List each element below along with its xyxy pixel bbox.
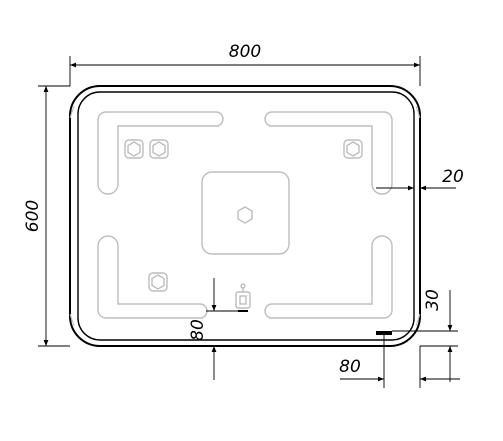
center-panel xyxy=(201,171,290,255)
touch-switch-icon xyxy=(235,283,251,312)
led-strip-top-left xyxy=(97,111,224,195)
dimension-switch-right: 30 xyxy=(392,289,458,382)
dimension-height: 600 xyxy=(23,85,70,347)
dimension-width-label: 800 xyxy=(229,42,261,62)
dimension-side-offset-label: 20 xyxy=(442,167,464,187)
mirror-outline xyxy=(69,85,421,347)
hex-screw-icon xyxy=(124,139,144,159)
led-strip-bottom-right xyxy=(264,235,393,319)
hex-screw-icon xyxy=(149,139,169,159)
hex-screw-icon xyxy=(343,139,363,159)
dimension-switch-bottom-left: 80 xyxy=(188,278,243,380)
switch-marker-icon xyxy=(376,331,392,335)
dimension-width: 800 xyxy=(69,42,421,86)
dimension-switch-bottom-right: 80 xyxy=(339,335,460,388)
led-strip-top-right xyxy=(264,111,393,195)
dimension-switch-bottom-left-label: 80 xyxy=(188,319,208,341)
led-strip-pattern xyxy=(97,111,393,319)
hex-screw-icon xyxy=(148,272,168,292)
dimension-height-label: 600 xyxy=(23,200,43,232)
dimension-switch-right-label: 30 xyxy=(423,289,443,311)
dimension-switch-bottom-right-label: 80 xyxy=(339,357,361,377)
led-strip-bottom-left xyxy=(97,235,208,319)
dimension-side-offset: 20 xyxy=(376,167,464,196)
hex-screw-icon xyxy=(237,206,253,224)
